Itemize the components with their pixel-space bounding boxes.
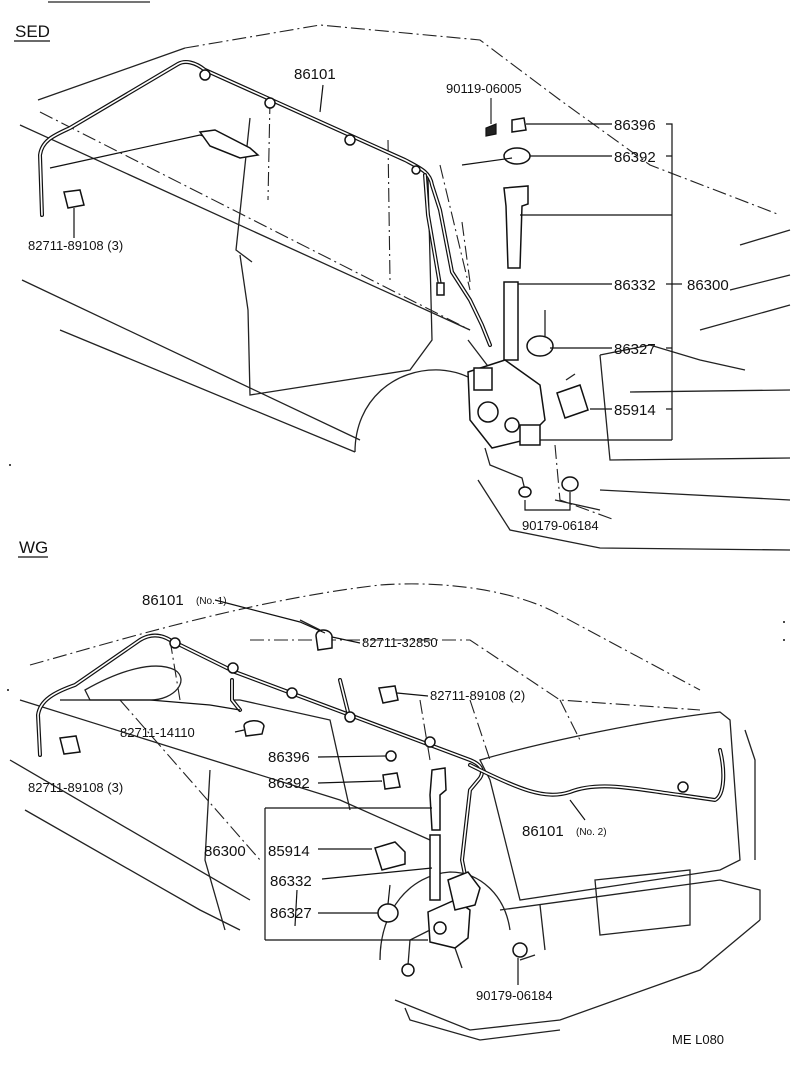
sed-antenna-cable bbox=[38, 60, 492, 347]
sed-label-90179-06184: 90179-06184 bbox=[522, 518, 599, 533]
wg-label-82711-89108-3: 82711-89108 (3) bbox=[28, 780, 123, 795]
figure-code: ME L080 bbox=[672, 1032, 724, 1047]
sed-label-86300: 86300 bbox=[687, 277, 729, 294]
wg-labels: 86101 (No. 1) 82711-32850 82711-89108 (2… bbox=[28, 592, 607, 1003]
sed-title: SED bbox=[15, 22, 50, 41]
wg-leaders bbox=[214, 599, 586, 985]
wg-label-82711-14110: 82711-14110 bbox=[120, 725, 195, 740]
wg-section: WG bbox=[9, 538, 761, 1041]
wg-label-86392: 86392 bbox=[268, 775, 310, 792]
sed-label-86396: 86396 bbox=[614, 117, 656, 134]
sed-label-82711-89108: 82711-89108 (3) bbox=[28, 238, 123, 253]
sed-leaders bbox=[461, 123, 682, 511]
sed-label-86392: 86392 bbox=[614, 149, 656, 166]
sed-clamp bbox=[63, 189, 85, 238]
sed-label-86101: 86101 bbox=[294, 66, 336, 83]
sed-car-body bbox=[19, 24, 791, 551]
wg-label-90179-06184: 90179-06184 bbox=[476, 988, 553, 1003]
wg-label-82711-89108-2: 82711-89108 (2) bbox=[430, 688, 525, 703]
sed-label-85914: 85914 bbox=[614, 402, 656, 419]
sed-labels: 86101 90119-06005 86396 86392 86332 8630… bbox=[28, 66, 729, 533]
sed-label-86327: 86327 bbox=[614, 341, 656, 358]
wg-clamps bbox=[59, 629, 399, 755]
wg-label-86101-no1: 86101 bbox=[142, 592, 184, 609]
wg-title: WG bbox=[19, 538, 48, 557]
wg-label-86327: 86327 bbox=[270, 905, 312, 922]
wg-label-86332: 86332 bbox=[270, 873, 312, 890]
wg-label-86396: 86396 bbox=[268, 749, 310, 766]
wg-label-no1: (No. 1) bbox=[196, 596, 227, 607]
sed-label-90119-06005: 90119-06005 bbox=[446, 81, 522, 96]
sed-label-86332: 86332 bbox=[614, 277, 656, 294]
wg-label-86101-no2: 86101 bbox=[522, 823, 564, 840]
wg-label-86300: 86300 bbox=[204, 843, 246, 860]
sed-antenna-hardware bbox=[467, 98, 589, 498]
wg-label-no2: (No. 2) bbox=[576, 827, 607, 838]
wg-antenna-cables bbox=[36, 633, 726, 932]
sed-section: SED bbox=[14, 22, 791, 551]
wg-label-85914: 85914 bbox=[268, 843, 310, 860]
wg-antenna-hardware bbox=[374, 750, 528, 977]
wg-label-82711-32850: 82711-32850 bbox=[362, 635, 438, 650]
